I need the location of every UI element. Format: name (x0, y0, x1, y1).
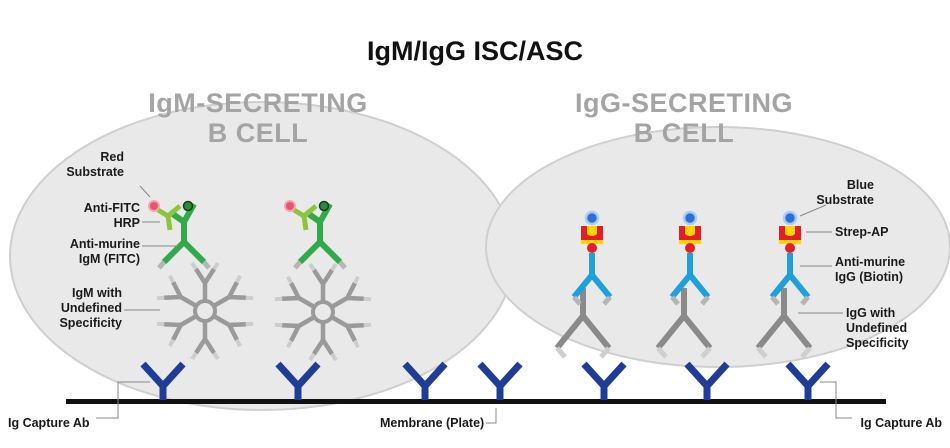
svg-text:Undefined: Undefined (61, 301, 122, 315)
igg-cell-title-line2: B CELL (634, 118, 735, 148)
label-blue-substrate: Blue Substrate (799, 178, 874, 217)
label-strep-ap: Strep-AP (806, 225, 888, 239)
igg-b-cell (485, 126, 950, 368)
svg-text:Red: Red (100, 150, 124, 164)
label-anti-fitc-hrp: Anti-FITC HRP (84, 201, 160, 230)
capture-antibody-icon (480, 364, 520, 400)
label-igg-undefined-specificity: IgG with Undefined Specificity (798, 306, 909, 350)
svg-text:Anti-FITC: Anti-FITC (84, 201, 140, 215)
svg-text:Undefined: Undefined (846, 321, 907, 335)
igm-cell-title-line2: B CELL (208, 118, 309, 148)
svg-text:Specificity: Specificity (59, 316, 122, 330)
capture-antibody-icon (687, 364, 727, 400)
svg-text:Anti-murine: Anti-murine (70, 237, 140, 251)
igg-cell-title-line1: IgG-SECRETING (575, 88, 793, 118)
svg-text:Ig Capture Ab: Ig Capture Ab (8, 416, 90, 430)
membrane-plate (66, 399, 886, 404)
svg-text:IgG with: IgG with (846, 306, 895, 320)
diagram-title: IgM/IgG ISC/ASC (367, 36, 583, 66)
svg-text:Blue: Blue (847, 178, 874, 192)
igm-cell-title-line1: IgM-SECRETING (148, 88, 368, 118)
label-igm-undefined-specificity: IgM with Undefined Specificity (59, 286, 160, 330)
svg-text:IgM (FITC): IgM (FITC) (79, 252, 140, 266)
svg-text:HRP: HRP (114, 216, 140, 230)
svg-text:Membrane (Plate): Membrane (Plate) (380, 416, 484, 430)
label-right-capture-ab: Ig Capture Ab (820, 381, 943, 430)
capture-antibody-icon (584, 364, 624, 400)
label-anti-murine-igg: Anti-murine IgG (Biotin) (800, 255, 905, 284)
svg-text:Ig Capture Ab: Ig Capture Ab (861, 416, 943, 430)
svg-text:Strep-AP: Strep-AP (835, 225, 888, 239)
label-membrane-plate: Membrane (Plate) (380, 408, 497, 430)
label-left-capture-ab: Ig Capture Ab (8, 381, 150, 430)
svg-text:Substrate: Substrate (816, 193, 874, 207)
svg-text:Anti-murine: Anti-murine (835, 255, 905, 269)
svg-text:Specificity: Specificity (846, 336, 909, 350)
label-red-substrate: Red Substrate (66, 150, 151, 198)
svg-text:Substrate: Substrate (66, 165, 124, 179)
label-anti-murine-igm: Anti-murine IgM (FITC) (70, 237, 178, 266)
svg-text:IgG (Biotin): IgG (Biotin) (835, 270, 903, 284)
svg-text:IgM with: IgM with (72, 286, 122, 300)
